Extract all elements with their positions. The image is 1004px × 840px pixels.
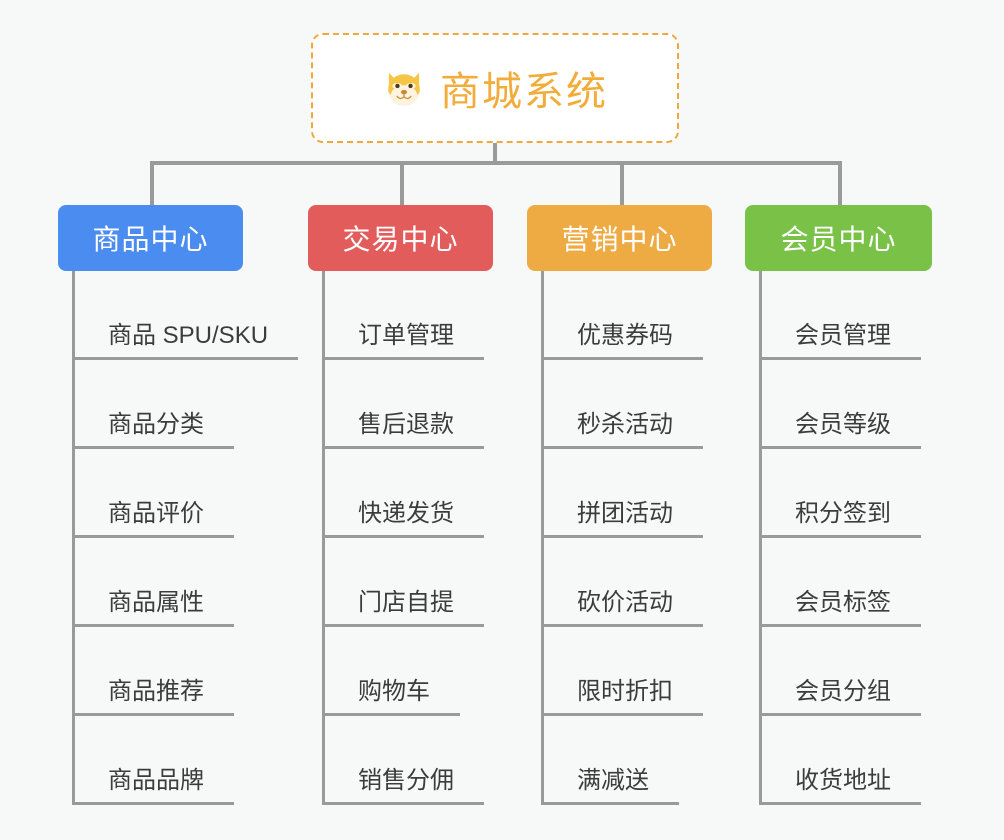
- connector-drop-branch-4: [838, 161, 842, 207]
- branch-spine-1: [72, 271, 75, 805]
- branch-header-3[interactable]: 营销中心: [527, 205, 712, 271]
- list-item[interactable]: 会员管理: [759, 271, 921, 360]
- leaf-label: 商品属性: [72, 589, 234, 627]
- branch-header-4[interactable]: 会员中心: [745, 205, 932, 271]
- leaf-label: 商品推荐: [72, 678, 234, 716]
- leaf-label: 订单管理: [322, 322, 484, 360]
- list-item[interactable]: 购物车: [322, 627, 484, 716]
- branch-spine-4: [759, 271, 762, 805]
- root-node-mall-system[interactable]: 商城系统: [311, 33, 679, 143]
- list-item[interactable]: 订单管理: [322, 271, 484, 360]
- leaf-label: 限时折扣: [541, 678, 703, 716]
- branch-header-label-4: 会员中心: [780, 224, 897, 255]
- list-item[interactable]: 砍价活动: [541, 538, 703, 627]
- leaf-label: 优惠券码: [541, 322, 703, 360]
- connector-drop-branch-1: [150, 161, 154, 207]
- list-item[interactable]: 商品推荐: [72, 627, 298, 716]
- list-item[interactable]: 优惠券码: [541, 271, 703, 360]
- leaf-label: 砍价活动: [541, 589, 703, 627]
- branch-header-1[interactable]: 商品中心: [58, 205, 243, 271]
- leaf-label: 门店自提: [322, 589, 484, 627]
- leaf-label: 商品品牌: [72, 767, 234, 805]
- branch-spine-3: [541, 271, 544, 805]
- branch-spine-2: [322, 271, 325, 805]
- list-item[interactable]: 商品 SPU/SKU: [72, 271, 299, 360]
- shiba-dog-face-icon: [382, 66, 426, 110]
- list-item[interactable]: 商品品牌: [72, 716, 298, 805]
- list-item[interactable]: 售后退款: [322, 360, 484, 449]
- branch-header-label-3: 营销中心: [561, 224, 678, 255]
- leaf-list-1: 商品 SPU/SKU 商品分类 商品评价 商品属性 商品推荐 商品品牌: [72, 271, 299, 805]
- list-item[interactable]: 会员标签: [759, 538, 921, 627]
- leaf-list-3: 优惠券码 秒杀活动 拼团活动 砍价活动 限时折扣 满减送: [541, 271, 703, 805]
- list-item[interactable]: 收货地址: [759, 716, 921, 805]
- leaf-label: 会员标签: [759, 589, 921, 627]
- leaf-label: 秒杀活动: [541, 411, 703, 449]
- list-item[interactable]: 商品属性: [72, 538, 298, 627]
- leaf-label: 会员分组: [759, 678, 921, 716]
- list-item[interactable]: 积分签到: [759, 449, 921, 538]
- branch-header-label-1: 商品中心: [92, 224, 209, 255]
- leaf-label: 商品 SPU/SKU: [72, 322, 299, 360]
- leaf-list-4: 会员管理 会员等级 积分签到 会员标签 会员分组 收货地址: [759, 271, 921, 805]
- list-item[interactable]: 满减送: [541, 716, 703, 805]
- list-item[interactable]: 商品评价: [72, 449, 298, 538]
- leaf-label: 满减送: [541, 767, 679, 805]
- list-item[interactable]: 门店自提: [322, 538, 484, 627]
- list-item[interactable]: 限时折扣: [541, 627, 703, 716]
- list-item[interactable]: 销售分佣: [322, 716, 484, 805]
- branch-header-label-2: 交易中心: [342, 224, 459, 255]
- list-item[interactable]: 会员分组: [759, 627, 921, 716]
- leaf-label: 销售分佣: [322, 767, 484, 805]
- list-item[interactable]: 会员等级: [759, 360, 921, 449]
- leaf-label: 售后退款: [322, 411, 484, 449]
- leaf-label: 会员等级: [759, 411, 921, 449]
- leaf-label: 商品分类: [72, 411, 234, 449]
- list-item[interactable]: 拼团活动: [541, 449, 703, 538]
- connector-horizontal-bus: [150, 161, 840, 165]
- leaf-label: 拼团活动: [541, 500, 703, 538]
- leaf-label: 积分签到: [759, 500, 921, 538]
- root-title: 商城系统: [440, 70, 608, 114]
- connector-drop-branch-2: [400, 161, 404, 207]
- leaf-label: 会员管理: [759, 322, 921, 360]
- leaf-label: 快递发货: [322, 500, 484, 538]
- list-item[interactable]: 秒杀活动: [541, 360, 703, 449]
- branch-header-2[interactable]: 交易中心: [308, 205, 493, 271]
- list-item[interactable]: 快递发货: [322, 449, 484, 538]
- connector-root-stem: [493, 143, 497, 164]
- leaf-list-2: 订单管理 售后退款 快递发货 门店自提 购物车 销售分佣: [322, 271, 484, 805]
- leaf-label: 收货地址: [759, 767, 921, 805]
- connector-drop-branch-3: [620, 161, 624, 207]
- leaf-label: 购物车: [322, 678, 460, 716]
- leaf-label: 商品评价: [72, 500, 234, 538]
- list-item[interactable]: 商品分类: [72, 360, 298, 449]
